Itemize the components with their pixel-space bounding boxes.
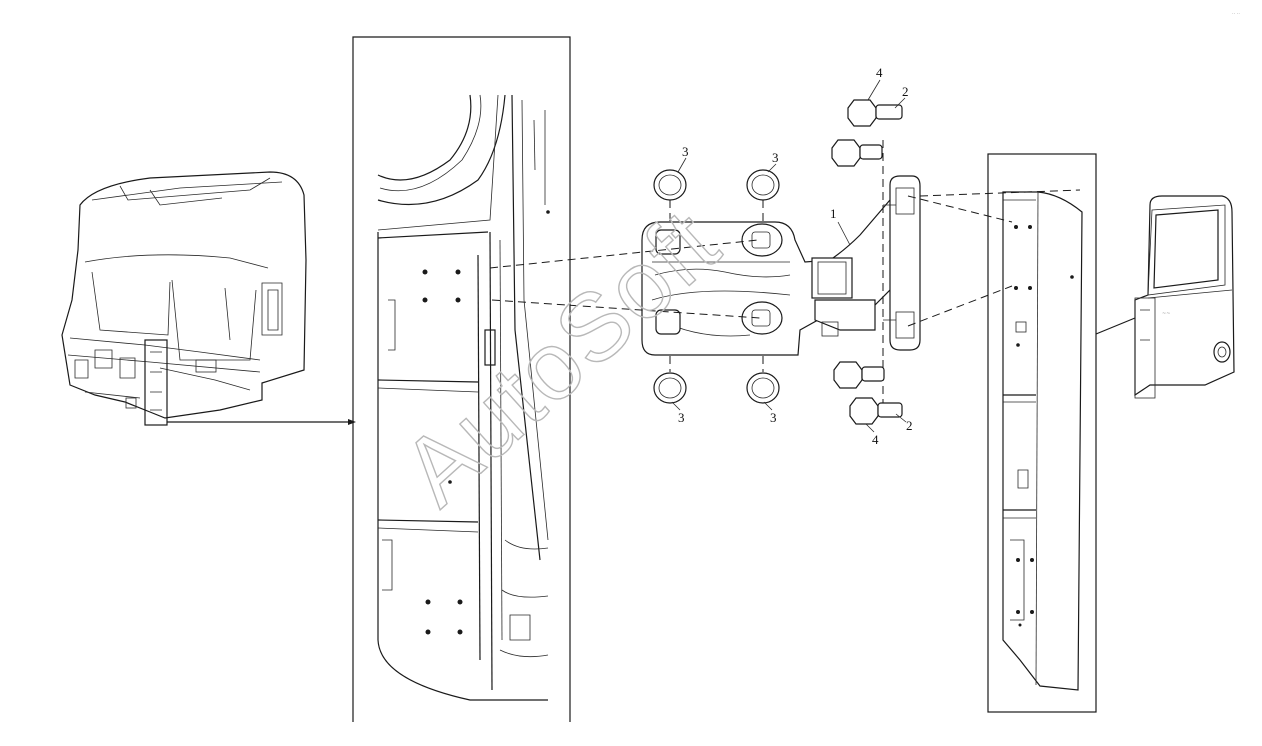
door-edge-detail [987, 153, 1097, 713]
washer-top-right [746, 169, 780, 201]
leader-detail-to-door [1095, 317, 1136, 335]
callout-3-bottom-left: 3 [678, 410, 685, 425]
callout-labels: 1 2 4 3 3 3 3 2 4 [671, 65, 913, 447]
washer-bottom-right [746, 372, 780, 404]
alignment-line-upper-left [489, 239, 759, 269]
callout-3-top-right: 3 [772, 150, 779, 165]
bolt-top-1 [847, 99, 903, 127]
callout-2-bottom: 2 [906, 418, 913, 433]
watermark: AutoSoft [382, 189, 739, 526]
truck-cab-overview [61, 171, 307, 426]
callout-2-top: 2 [902, 84, 909, 99]
corner-mark: .. .. [1232, 10, 1240, 16]
alignment-line-lower-right [907, 285, 1013, 327]
svg-text:~~: ~~ [1162, 311, 1170, 317]
door-hinge-part [641, 140, 921, 405]
cab-pillar-detail [352, 36, 571, 722]
callout-3-bottom-right: 3 [770, 410, 777, 425]
alignment-line-lower-left [491, 299, 761, 319]
callout-4-top: 4 [876, 65, 883, 80]
cab-door-overview: ~~ [1134, 195, 1235, 399]
bolt-bottom-2 [849, 397, 903, 425]
washer-bottom-left [653, 372, 687, 404]
alignment-line-upper-right [907, 195, 1013, 223]
bolt-bottom-1 [833, 361, 885, 389]
bolt-top-2 [831, 139, 883, 167]
callout-1: 1 [830, 206, 837, 221]
callout-3-top-left: 3 [682, 144, 689, 159]
callout-4-bottom: 4 [872, 432, 879, 447]
